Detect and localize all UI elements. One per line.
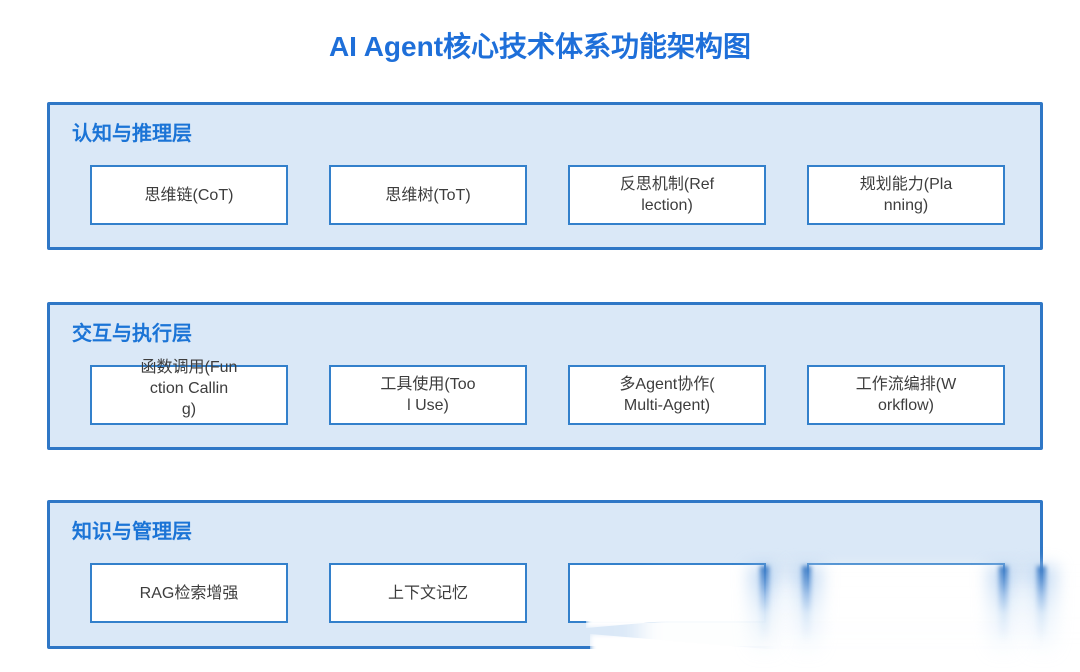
box-empty-1 [568,563,766,623]
layer-cognition-reasoning: 认知与推理层 思维链(CoT) 思维树(ToT) 反思机制(Ref lectio… [47,102,1043,250]
layer-knowledge-management-title: 知识与管理层 [72,521,192,543]
box-reflection: 反思机制(Ref lection) [568,165,766,225]
layer-cognition-reasoning-title: 认知与推理层 [72,123,192,145]
box-planning-label: 规划能力(Pla nning) [859,176,953,214]
box-context-memory-label: 上下文记忆 [387,584,468,602]
box-workflow-label: 工作流编排(W orkflow) [855,376,957,414]
box-function-calling-label: 函数调用(Fun ction Callin g) [140,358,238,418]
box-multi-agent: 多Agent协作( Multi-Agent) [568,365,766,425]
box-empty-2 [807,563,1005,623]
box-tool-use: 工具使用(Too l Use) [329,365,527,425]
box-rag-label: RAG检索增强 [139,584,239,602]
box-workflow: 工作流编排(W orkflow) [807,365,1005,425]
box-reflection-label: 反思机制(Ref lection) [619,176,715,214]
box-multi-agent-label: 多Agent协作( Multi-Agent) [619,376,715,414]
box-tool-use-label: 工具使用(Too l Use) [380,376,476,414]
box-context-memory: 上下文记忆 [329,563,527,623]
page-title: AI Agent核心技术体系功能架构图 [328,31,752,62]
layer-interaction-execution-title: 交互与执行层 [72,323,192,345]
box-rag: RAG检索增强 [90,563,288,623]
layer-knowledge-management: 知识与管理层 RAG检索增强 上下文记忆 [47,500,1043,649]
layer-interaction-execution: 交互与执行层 函数调用(Fun ction Callin g) 工具使用(Too… [47,302,1043,450]
box-function-calling: 函数调用(Fun ction Callin g) [90,359,288,425]
box-tot: 思维树(ToT) [329,165,527,225]
box-cot-label: 思维链(CoT) [144,186,234,204]
box-cot: 思维链(CoT) [90,165,288,225]
box-planning: 规划能力(Pla nning) [807,165,1005,225]
box-tot-label: 思维树(ToT) [385,186,471,204]
